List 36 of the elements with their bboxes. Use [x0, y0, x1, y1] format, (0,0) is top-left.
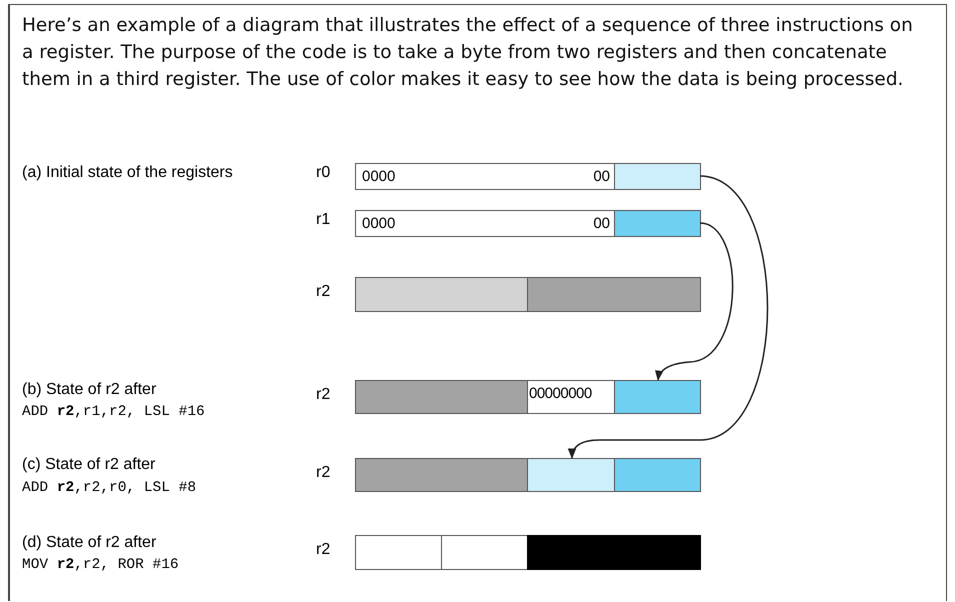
intro-paragraph: Here’s an example of a diagram that illustrates the effect of a sequence of three instructions on a register. The purpose of the code is to take a byte from two registers and then concatenate them in a third register. The use of color makes it easy to see how the data is being processed.	[22, 14, 914, 92]
register-field	[614, 458, 701, 492]
instruction-code: ADD r2,r1,r2, LSL #16	[22, 404, 205, 420]
instruction-code: MOV r2,r2, ROR #16	[22, 557, 179, 573]
register-field	[441, 535, 528, 570]
register-field	[355, 163, 615, 190]
register-value: 0000	[362, 215, 396, 233]
step-caption: (a) Initial state of the registers	[22, 164, 233, 182]
register-field	[355, 277, 528, 312]
register-name: r2	[316, 283, 330, 301]
register-value: 0000	[362, 168, 396, 186]
register-name: r2	[316, 541, 330, 559]
arrow	[656, 222, 734, 382]
register-field	[527, 535, 701, 570]
register-value: 00	[593, 168, 610, 186]
register-field	[527, 380, 615, 414]
step-caption: (b) State of r2 after	[22, 381, 156, 399]
register-name: r2	[316, 386, 330, 404]
register-field	[527, 458, 615, 492]
register-value: 00000000	[529, 385, 592, 403]
instruction-code: ADD r2,r2,r0, LSL #8	[22, 480, 196, 496]
register-field	[355, 210, 615, 237]
register-field	[355, 380, 528, 414]
register-field	[614, 163, 701, 190]
step-caption: (d) State of r2 after	[22, 534, 156, 552]
step-caption: (c) State of r2 after	[22, 456, 156, 474]
register-field	[527, 277, 701, 312]
register-field	[355, 458, 528, 492]
register-field	[355, 535, 442, 570]
register-field	[614, 380, 701, 414]
register-name: r2	[316, 464, 330, 482]
register-name: r1	[316, 211, 330, 229]
register-name: r0	[316, 164, 330, 182]
register-value: 00	[593, 215, 610, 233]
register-field	[614, 210, 701, 237]
arrow	[568, 175, 768, 460]
